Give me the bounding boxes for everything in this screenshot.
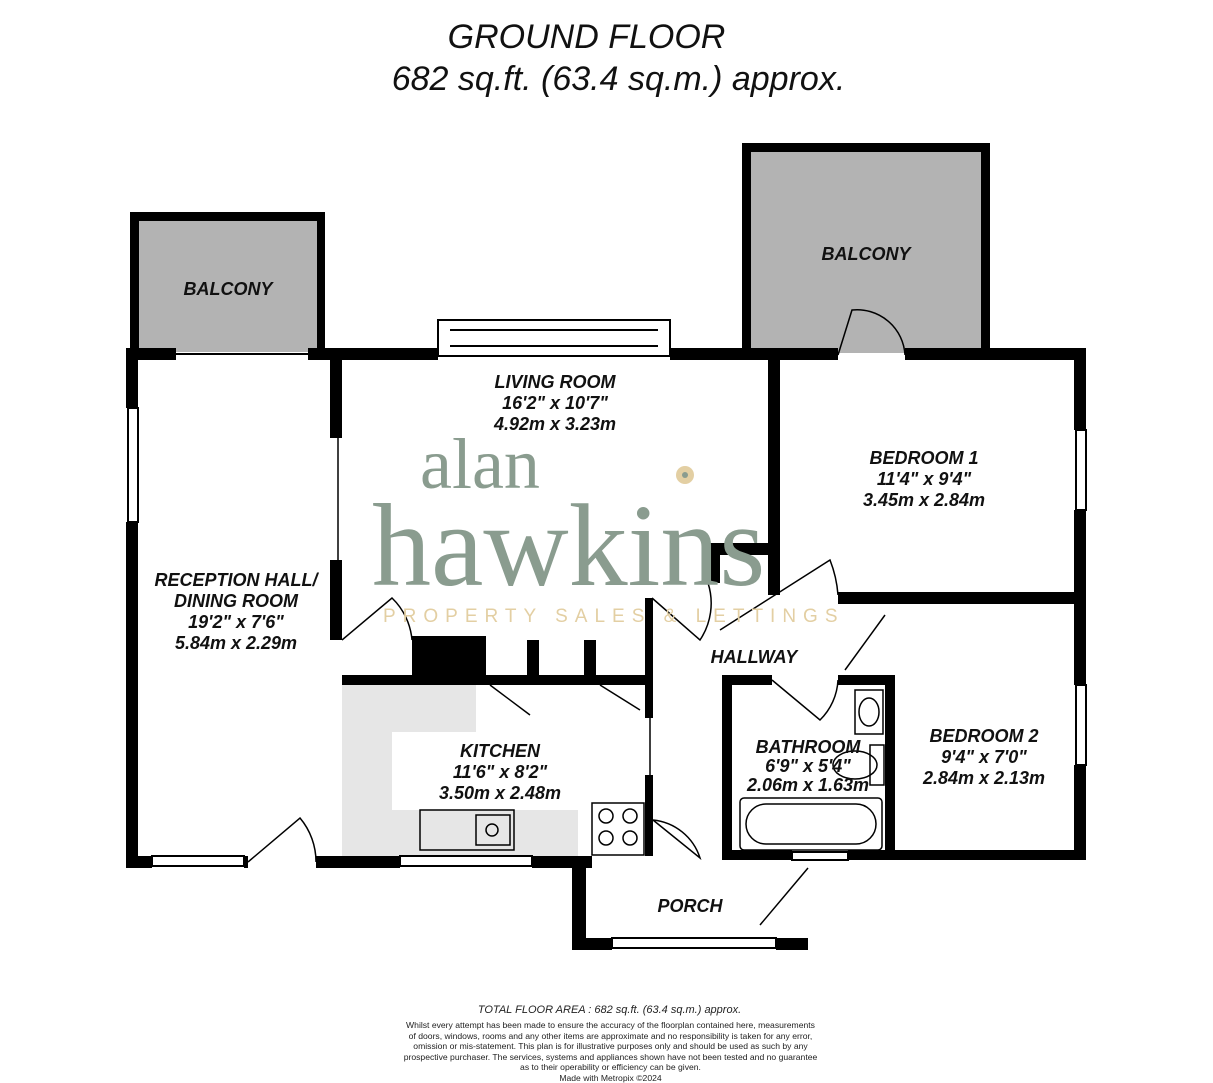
room-name: DINING ROOM — [174, 591, 299, 611]
room-size-metric: 2.06m x 1.63m — [746, 775, 869, 795]
watermark-line2: hawkins — [372, 480, 765, 611]
room-name: LIVING ROOM — [495, 372, 617, 392]
room-name: BALCONY — [822, 244, 913, 264]
room-size-imperial: 11'6" x 8'2" — [453, 762, 548, 782]
room-size-imperial: 6'9" x 5'4" — [765, 756, 851, 776]
room-name: KITCHEN — [460, 741, 541, 761]
room-size-metric: 5.84m x 2.29m — [175, 633, 297, 653]
room-size-metric: 3.50m x 2.48m — [439, 783, 561, 803]
room-size-imperial: 11'4" x 9'4" — [877, 469, 972, 489]
floorplan-drawing: alan hawkins PROPERTY SALES & LETTINGS B… — [0, 0, 1213, 1000]
room-name: RECEPTION HALL/ — [154, 570, 319, 590]
room-size-metric: 3.45m x 2.84m — [863, 490, 985, 510]
room-name: PORCH — [657, 896, 723, 916]
room-name: BATHROOM — [756, 737, 862, 757]
room-size-metric: 4.92m x 3.23m — [493, 414, 616, 434]
room-name: BEDROOM 2 — [929, 726, 1038, 746]
watermark-tagline: PROPERTY SALES & LETTINGS — [383, 606, 845, 627]
room-size-imperial: 16'2" x 10'7" — [502, 393, 608, 413]
credit-text: Made with Metropix ©2024 — [403, 1073, 818, 1083]
room-name: BALCONY — [184, 279, 275, 299]
room-size-imperial: 9'4" x 7'0" — [941, 747, 1027, 767]
room-size-metric: 2.84m x 2.13m — [922, 768, 1045, 788]
room-size-imperial: 19'2" x 7'6" — [188, 612, 284, 632]
disclaimer: Whilst every attempt has been made to en… — [403, 1020, 818, 1083]
room-name: BEDROOM 1 — [869, 448, 978, 468]
total-floor-area: TOTAL FLOOR AREA : 682 sq.ft. (63.4 sq.m… — [3, 1004, 1213, 1017]
disclaimer-text: Whilst every attempt has been made to en… — [403, 1020, 818, 1073]
room-name: HALLWAY — [711, 647, 800, 667]
